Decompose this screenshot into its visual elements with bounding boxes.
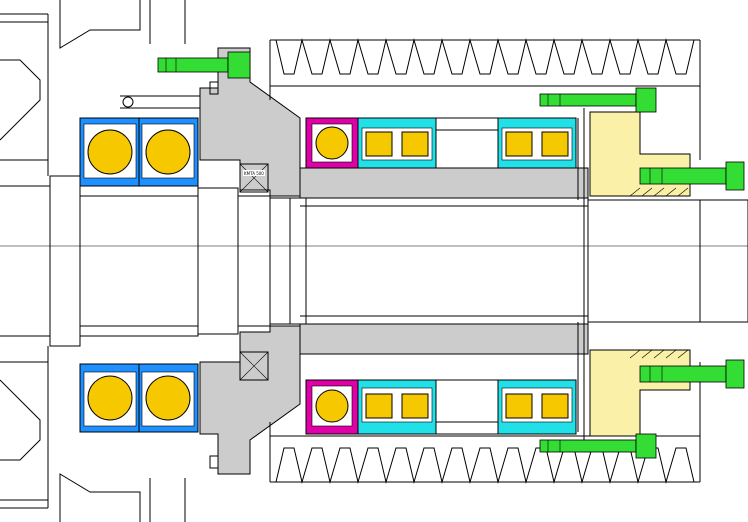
bearing-spacer-top [435, 117, 499, 169]
ball-icon [145, 129, 191, 175]
left-housing-frame [0, 0, 186, 522]
angular-contact-bearing-top [79, 117, 199, 187]
bolt-icon [639, 359, 745, 389]
roller-icon [541, 131, 569, 157]
roller-bearing-bottom-1 [357, 379, 437, 435]
pulley-groove-icon [275, 447, 695, 484]
deep-groove-bearing-bottom [305, 379, 359, 435]
spindle-sleeve-bottom [299, 323, 589, 355]
pulley-groove-icon [275, 38, 695, 75]
housing-flange-bottom [199, 325, 301, 475]
bolt-icon [157, 51, 251, 79]
roller-icon [541, 393, 569, 419]
roller-icon [505, 393, 533, 419]
bolt-icon [539, 87, 657, 113]
deep-groove-bearing-top [305, 117, 359, 169]
roller-bearing-top-2 [497, 117, 577, 169]
roller-bearing-bottom-2 [497, 379, 577, 435]
ball-icon [87, 129, 133, 175]
locknut-top: KMTA 500 [239, 163, 269, 193]
spindle-shaft [49, 175, 748, 347]
bearing-spacer-bottom [435, 379, 499, 435]
roller-icon [401, 393, 429, 419]
pulley-top [270, 38, 701, 160]
roller-bearing-top-1 [357, 117, 437, 169]
end-cover-bottom [589, 349, 691, 437]
bolt-icon [639, 161, 745, 191]
retaining-pin-bottom [209, 455, 219, 469]
spindle-sleeve-top [299, 167, 589, 199]
nut-marking: KMTA 500 [244, 171, 264, 176]
roller-icon [401, 131, 429, 157]
roller-icon [505, 131, 533, 157]
cover-hatching [629, 187, 689, 359]
ball-icon [87, 375, 133, 421]
bolt-icon [539, 433, 657, 459]
roller-icon [365, 131, 393, 157]
angular-contact-bearing-bottom [79, 363, 199, 433]
locknut-bottom [239, 351, 269, 381]
roller-icon [365, 393, 393, 419]
ball-icon [145, 375, 191, 421]
ball-icon [315, 389, 349, 423]
ball-icon [315, 126, 349, 160]
retaining-pin-top [120, 81, 219, 109]
